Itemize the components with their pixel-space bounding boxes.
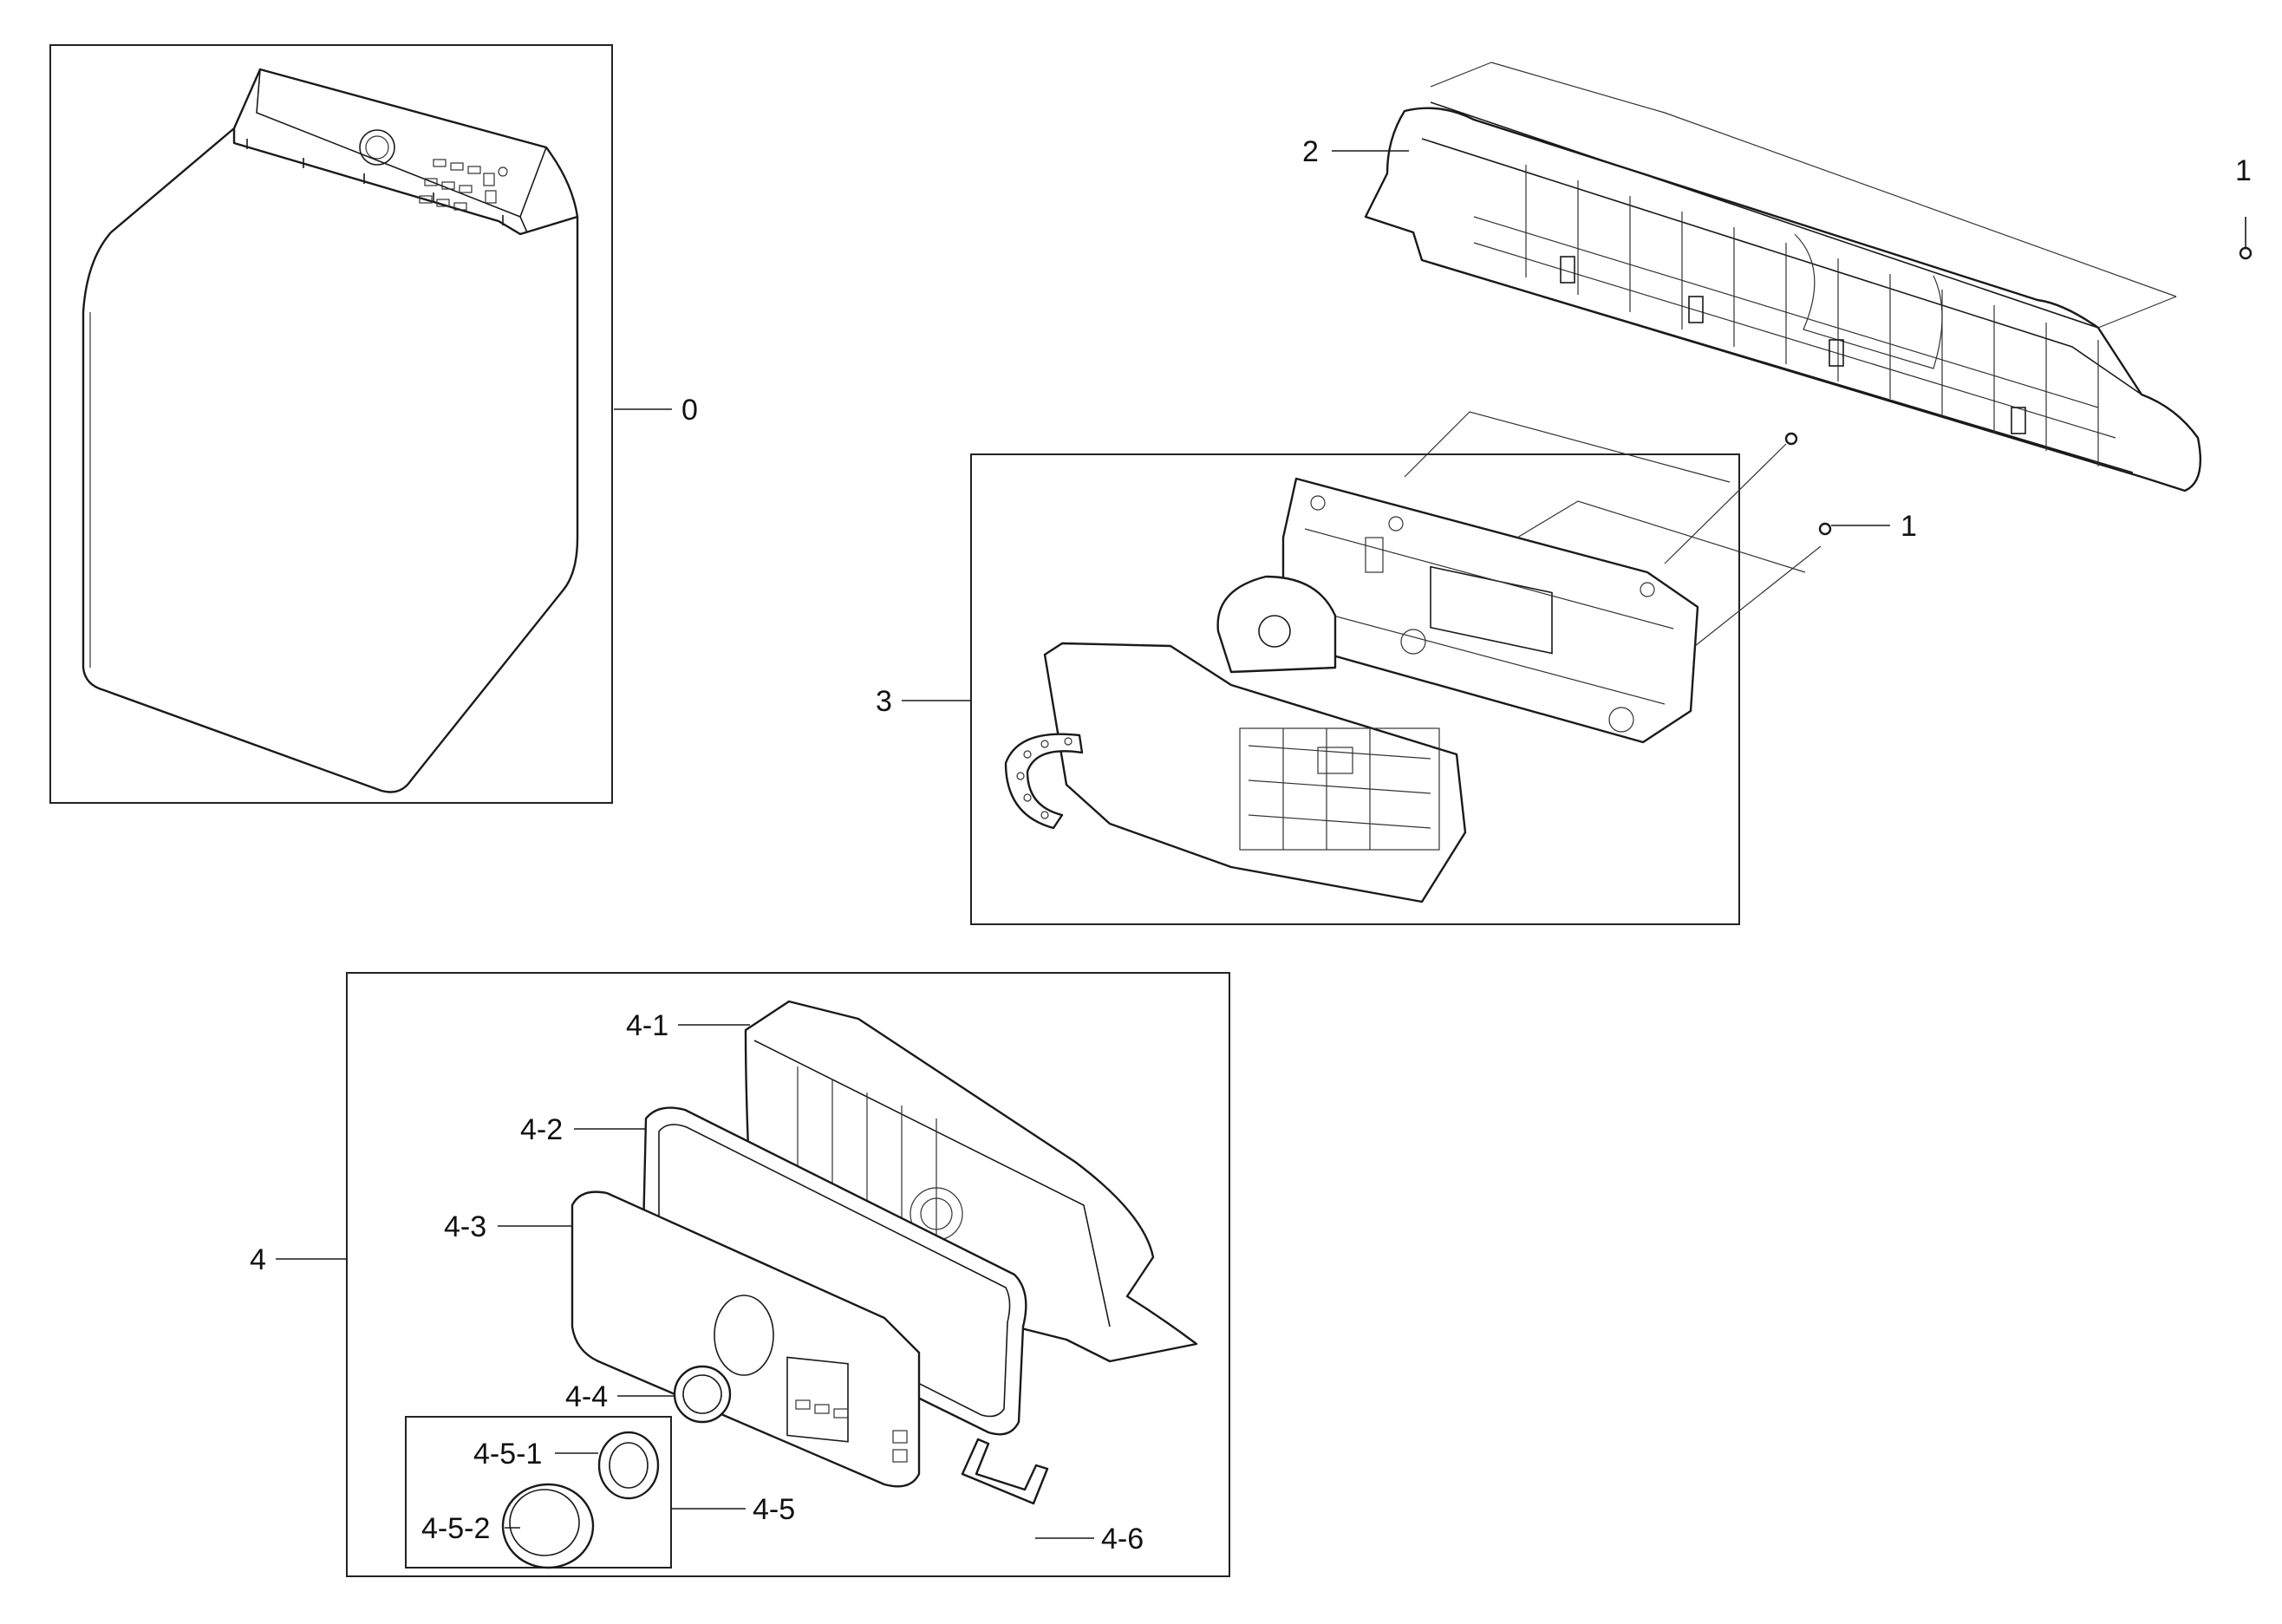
callout-4-6-label: 4-6 (1101, 1523, 1144, 1556)
callout-4-4-label: 4-4 (565, 1380, 608, 1413)
callout-1-pcb-label: 1 (1901, 510, 1917, 543)
callout-0: 0 (614, 394, 698, 427)
assembly-3-box (970, 453, 1740, 925)
panel-front-illustration (570, 1000, 1198, 1505)
callout-0-label: 0 (681, 394, 698, 427)
callout-3: 3 (876, 685, 971, 718)
callout-3-label: 3 (876, 685, 892, 718)
screw-1-top (2239, 217, 2253, 260)
assembly-0-box (49, 44, 613, 804)
callout-4: 4 (250, 1243, 347, 1276)
callout-4-5: 4-5 (671, 1493, 795, 1526)
callout-2-label: 2 (1302, 135, 1319, 168)
callout-4-1-label: 4-1 (626, 1009, 668, 1042)
callout-4-2-label: 4-2 (520, 1113, 563, 1146)
callout-4-label: 4 (250, 1243, 266, 1276)
assembly-4-box (346, 972, 1230, 1577)
pcb-assembly-illustration (1004, 411, 1822, 903)
callout-2: 2 (1302, 135, 1409, 168)
callout-4-5-1-label: 4-5-1 (473, 1438, 542, 1471)
callout-4-2: 4-2 (520, 1113, 646, 1146)
panel-frame-illustration (1364, 62, 2201, 492)
callout-4-3: 4-3 (444, 1210, 572, 1243)
screws-1-pcb (1784, 432, 1832, 536)
callout-4-5-1: 4-5-1 (473, 1438, 598, 1471)
callout-1-top: 1 (2235, 154, 2252, 187)
callout-1-pcb: 1 (1831, 510, 1917, 543)
callout-4-5-2: 4-5-2 (421, 1512, 520, 1545)
knob-assembly-illustration (501, 1431, 660, 1569)
control-panel-assembly-illustration (82, 68, 579, 793)
callout-4-5-2-label: 4-5-2 (421, 1512, 490, 1545)
callout-4-1: 4-1 (626, 1009, 750, 1042)
callout-4-6: 4-6 (1035, 1523, 1144, 1556)
callout-4-5-label: 4-5 (753, 1493, 795, 1526)
callout-1-top-label: 1 (2235, 154, 2252, 187)
callout-4-4: 4-4 (565, 1380, 675, 1413)
callout-4-3-label: 4-3 (444, 1210, 486, 1243)
